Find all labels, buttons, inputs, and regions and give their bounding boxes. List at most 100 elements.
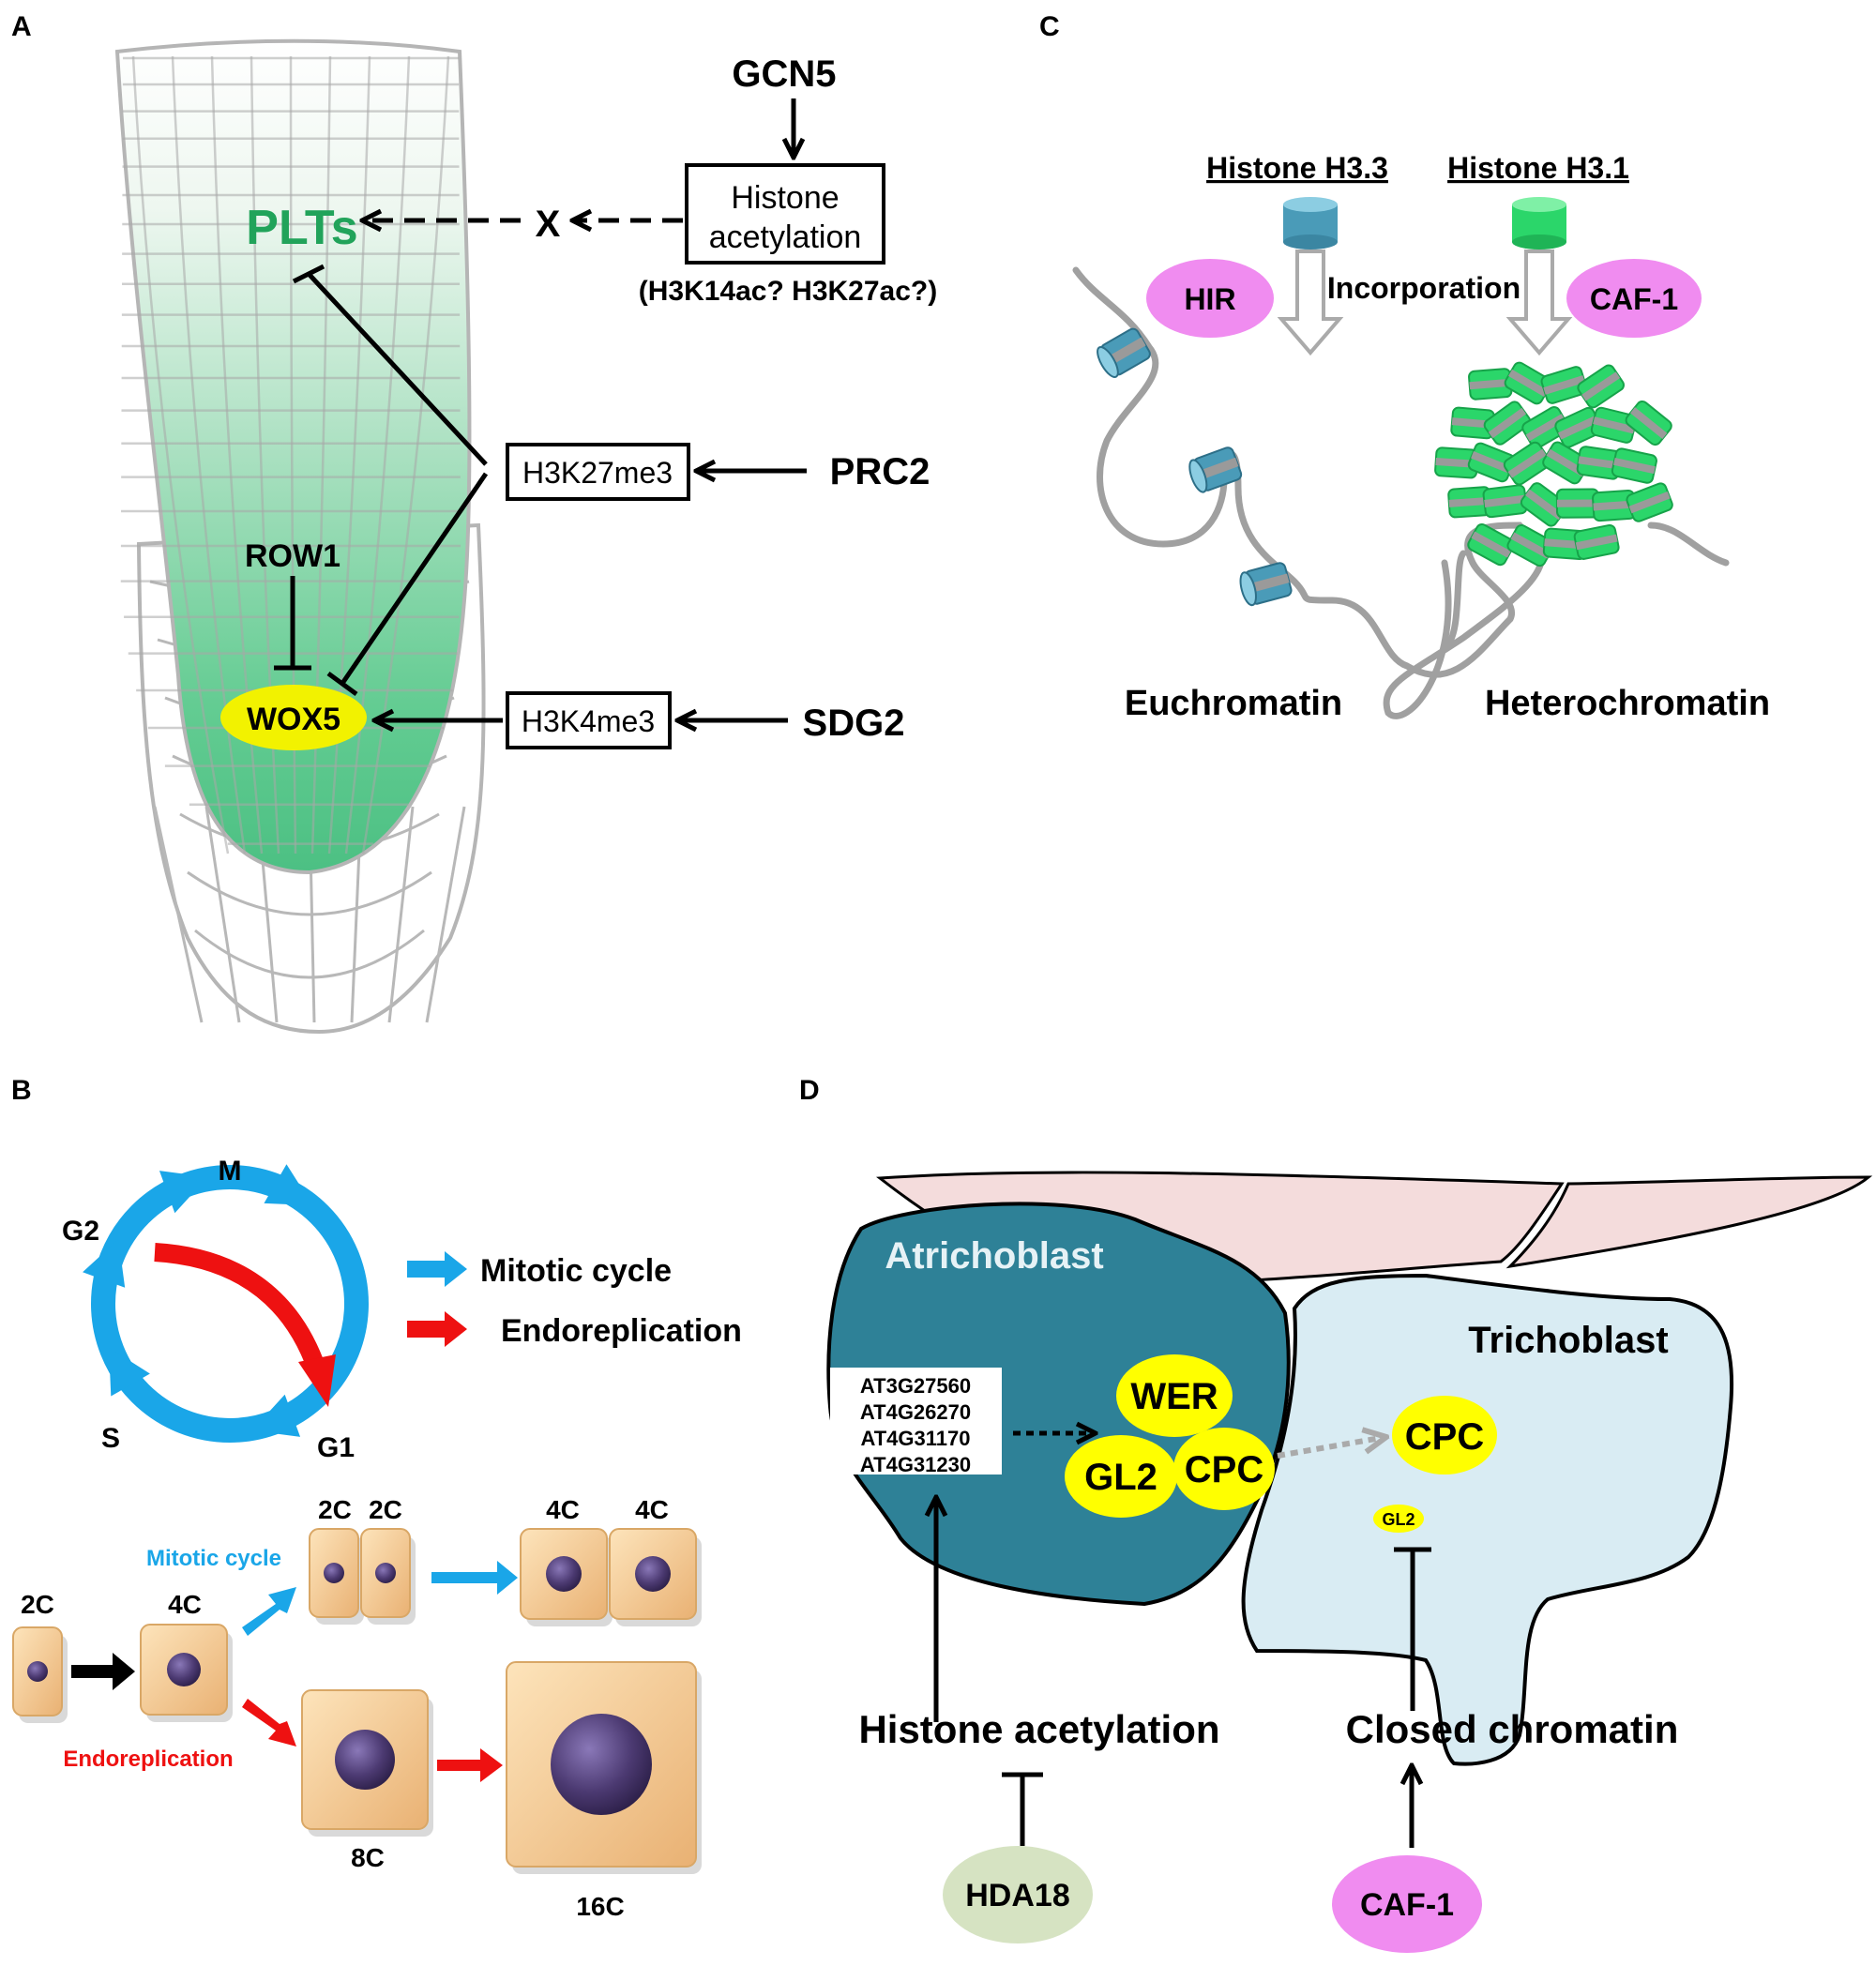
cell-nucleus xyxy=(551,1714,652,1815)
gene-3: AT4G31170 xyxy=(860,1427,970,1450)
histone-h31-label: Histone H3.1 xyxy=(1447,151,1629,185)
cells-group xyxy=(12,1528,702,1874)
heterochromatin-nucleosome-icon xyxy=(1468,368,1513,401)
arrow-4c-to-2c2c xyxy=(242,1587,296,1636)
nucleosome-icon xyxy=(1188,446,1243,493)
euchromatin-nucleosomes xyxy=(1097,327,1293,607)
inhibit-plts-line xyxy=(308,273,488,466)
phase-g1-label: G1 xyxy=(317,1432,355,1463)
cell-nucleus xyxy=(635,1556,671,1592)
cell-cycle-ring xyxy=(91,1165,369,1443)
incorporation-label: Incorporation xyxy=(1327,271,1520,305)
heterochromatin-nucleosome-icon xyxy=(1626,482,1673,522)
chromatin-fiber-tail xyxy=(1441,522,1730,651)
heterochromatin-nucleosome-icon xyxy=(1611,447,1657,484)
histone-acetylation-box xyxy=(685,163,885,265)
h31-cylinder-icon xyxy=(1512,197,1566,250)
gl2-small-ellipse xyxy=(1373,1505,1424,1533)
cell-4c-a-label: 4C xyxy=(546,1495,580,1524)
heterochromatin-nucleosome-icon xyxy=(1483,401,1532,446)
h3k27me3-box xyxy=(506,443,690,501)
cell-4c-mid-label: 4C xyxy=(168,1590,202,1619)
histone-acetylation-label: Histone acetylation xyxy=(858,1707,1219,1751)
cell-nucleus xyxy=(375,1563,396,1583)
gene-list-box xyxy=(830,1368,1002,1474)
panel-a: A GCN5 Histone acetylation (H3K14ac? H3K… xyxy=(11,11,937,1035)
cycle-arrowhead xyxy=(251,1394,301,1437)
caf1-ellipse-c xyxy=(1566,259,1702,338)
endoreplication-curve-arrow xyxy=(154,1243,326,1373)
cycle-arrowhead xyxy=(264,1164,313,1206)
endoreplication-label: Endoreplication xyxy=(63,1747,233,1772)
caf1-label-c: CAF-1 xyxy=(1590,282,1678,316)
panel-a-letter: A xyxy=(11,11,32,42)
root-cell-file xyxy=(131,55,230,854)
panel-d-letter: D xyxy=(799,1075,820,1106)
cell-2c-a-label: 2C xyxy=(318,1495,352,1524)
gl2-label: GL2 xyxy=(1084,1457,1157,1498)
inhibit-plts-bar xyxy=(292,264,325,284)
phase-m-label: M xyxy=(219,1156,242,1187)
arrow-4c-to-8c xyxy=(242,1699,296,1747)
root-body xyxy=(114,38,472,875)
gene-4: AT4G31230 xyxy=(860,1453,971,1476)
caf1-label-d: CAF-1 xyxy=(1360,1887,1454,1923)
panel-d: D Atrichoblast Trichoblast AT3G27560 AT4… xyxy=(799,1075,1873,1953)
heterochromatin-nucleosome-icon xyxy=(1573,523,1620,560)
hda18-ellipse xyxy=(943,1846,1093,1943)
root-cell-file xyxy=(171,55,247,854)
heterochromatin-nucleosome-icon xyxy=(1434,446,1479,479)
inhibit-wox5-bar xyxy=(326,671,358,697)
legend-endo-label: Endoreplication xyxy=(501,1313,742,1349)
wox5-label: WOX5 xyxy=(247,702,340,737)
heterochromatin-cluster xyxy=(1434,361,1673,567)
trichoblast-cell xyxy=(1241,1273,1734,1766)
gene-2: AT4G26270 xyxy=(860,1400,971,1424)
wox5-ellipse xyxy=(220,685,367,750)
legend-endo-arrow-icon xyxy=(407,1311,467,1347)
cell-2c-start-label: 2C xyxy=(21,1590,54,1619)
cycle-arrowhead xyxy=(159,1171,208,1214)
phase-s-label: S xyxy=(101,1423,120,1454)
gcn5-label: GCN5 xyxy=(732,53,836,95)
cell-nucleus xyxy=(324,1563,344,1583)
wer-label: WER xyxy=(1130,1376,1218,1417)
cell-4c-b-label: 4C xyxy=(635,1495,669,1524)
heterochromatin-nucleosome-icon xyxy=(1555,488,1600,519)
euchromatin-label: Euchromatin xyxy=(1125,684,1342,723)
wer-ellipse xyxy=(1116,1354,1233,1437)
heterochromatin-nucleosome-icon xyxy=(1625,400,1672,446)
gray-dotted-arrow-cpc xyxy=(1277,1437,1386,1459)
cell-nucleus xyxy=(167,1653,201,1686)
mitotic-cycle-label: Mitotic cycle xyxy=(146,1546,281,1571)
incorporation-arrow-h31 xyxy=(1505,250,1573,356)
closed-chromatin-label: Closed chromatin xyxy=(1346,1707,1679,1751)
endoreplication-arrowhead xyxy=(298,1354,336,1407)
incorporation-arrow-h33 xyxy=(1277,250,1344,356)
cell-16c-label: 16C xyxy=(576,1892,624,1921)
arrow-8c-to-16c xyxy=(437,1748,503,1782)
gl2-small-label: GL2 xyxy=(1382,1510,1415,1529)
hda18-label: HDA18 xyxy=(965,1878,1069,1913)
h33-cylinder-icon xyxy=(1283,197,1338,250)
phase-g2-label: G2 xyxy=(62,1216,99,1247)
heterochromatin-nucleosome-icon xyxy=(1467,523,1515,567)
panel-c: C Histone H3.3 Histone H3.1 HIR Incorpor… xyxy=(1039,11,1770,723)
panel-c-letter: C xyxy=(1039,11,1060,42)
root-cell-file xyxy=(361,55,450,854)
panel-b: B M G2 S G1 Mitotic cycle Endoreplicatio… xyxy=(11,1075,742,1921)
heterochromatin-nucleosome-icon xyxy=(1447,486,1492,519)
h3k4me3-box xyxy=(506,691,672,749)
panel-b-letter: B xyxy=(11,1075,32,1106)
cpc-atrichoblast-ellipse xyxy=(1173,1428,1275,1510)
cell-2c-b-label: 2C xyxy=(369,1495,402,1524)
cell-8c-label: 8C xyxy=(351,1843,385,1872)
chromatin-fiber xyxy=(1072,266,1546,719)
root-cap-file xyxy=(425,806,466,1023)
histone-acetylation-label-2: acetylation xyxy=(709,219,862,255)
cell-nucleus xyxy=(546,1556,582,1592)
legend-mitotic-arrow-icon xyxy=(407,1251,467,1287)
cpc-trichoblast-ellipse xyxy=(1392,1396,1497,1474)
heterochromatin-nucleosome-icon xyxy=(1521,405,1569,449)
